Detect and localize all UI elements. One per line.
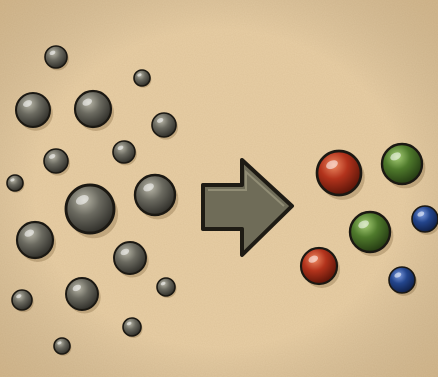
illustration-canvas — [0, 0, 438, 377]
illustration — [0, 0, 438, 377]
